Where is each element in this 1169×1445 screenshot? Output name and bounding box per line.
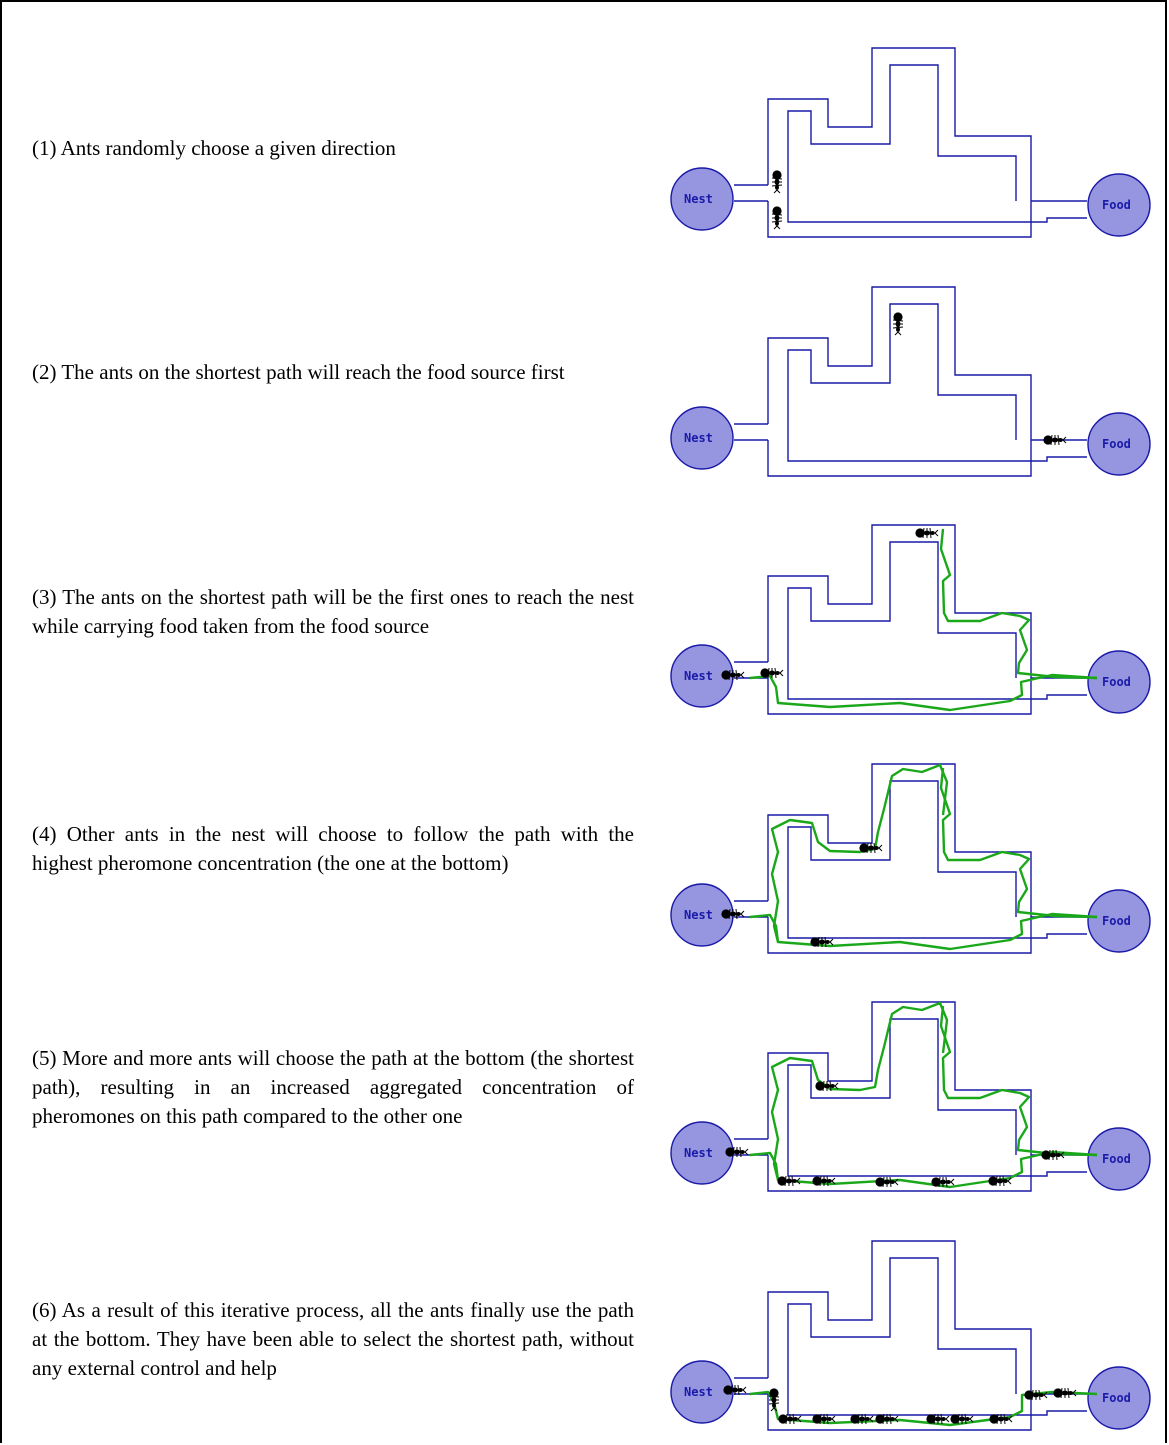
nest-circle (670, 1360, 734, 1424)
pheromone-trail (749, 1390, 1098, 1427)
food-label: Food (1102, 198, 1131, 212)
food-circle (1087, 173, 1151, 237)
ant-icon (812, 1175, 836, 1187)
ant-icon (926, 1413, 950, 1425)
pheromone-trail (770, 763, 949, 943)
ant-icon (931, 1176, 955, 1188)
ant-icon (771, 206, 783, 230)
ant-icon (725, 1146, 749, 1158)
ant-icon (760, 667, 784, 679)
food-label: Food (1102, 1152, 1131, 1166)
ant-icon (875, 1176, 899, 1188)
ant-icon (723, 1384, 747, 1396)
ant-icon (859, 842, 883, 854)
nest-label: Nest (684, 1146, 713, 1160)
nest-corridor (734, 184, 768, 202)
ant-icon (777, 1175, 801, 1187)
ant-icon (989, 1413, 1013, 1425)
ant-icon (771, 170, 783, 194)
step-3-text: (3) The ants on the shortest path will b… (32, 585, 634, 638)
ant-icon (1043, 434, 1067, 446)
ant-icon (812, 1413, 836, 1425)
ant-icon (1041, 1149, 1065, 1161)
ant-icon (721, 908, 745, 920)
step-2-text: (2) The ants on the shortest path will r… (32, 360, 565, 384)
food-circle (1087, 1366, 1151, 1430)
nest-label: Nest (684, 1385, 713, 1399)
maze-wall (767, 763, 1087, 954)
nest-label: Nest (684, 908, 713, 922)
food-label: Food (1102, 914, 1131, 928)
food-circle (1087, 889, 1151, 953)
ant-icon (778, 1413, 802, 1425)
ant-icon (850, 1413, 874, 1425)
ant-icon (1024, 1389, 1048, 1401)
step-4-diagram: Nest Food (670, 763, 1151, 954)
nest-circle (670, 406, 734, 470)
step-5-diagram: Nest Food (670, 1001, 1151, 1192)
food-circle (1087, 650, 1151, 714)
nest-corridor (734, 423, 768, 441)
food-circle (1087, 1127, 1151, 1191)
step-1-text: (1) Ants randomly choose a given directi… (32, 136, 396, 160)
maze-wall (767, 1001, 1087, 1192)
ant-icon (875, 1413, 899, 1425)
step-6-diagram: Nest Food (670, 1240, 1151, 1431)
food-label: Food (1102, 1391, 1131, 1405)
food-label: Food (1102, 437, 1131, 451)
ant-icon (721, 669, 745, 681)
step-6-text: (6) As a result of this iterative proces… (32, 1298, 634, 1380)
step-5-text: (5) More and more ants will choose the p… (32, 1046, 634, 1128)
ant-icon (815, 1080, 839, 1092)
nest-label: Nest (684, 192, 713, 206)
food-circle (1087, 412, 1151, 476)
maze-wall (767, 1240, 1087, 1431)
nest-label: Nest (684, 431, 713, 445)
pheromone-trail (939, 767, 1098, 919)
maze-wall (767, 524, 1087, 715)
pheromone-trail (939, 1005, 1098, 1157)
nest-label: Nest (684, 669, 713, 683)
ant-icon (810, 936, 834, 948)
ant-icon (915, 527, 939, 539)
step-3-diagram: Nest Food (670, 524, 1151, 715)
pheromone-trail (939, 528, 1098, 680)
ant-icon (988, 1175, 1012, 1187)
nest-circle (670, 167, 734, 231)
food-label: Food (1102, 675, 1131, 689)
step-4-text: (4) Other ants in the nest will choose t… (32, 822, 634, 875)
pheromone-trail (770, 1001, 949, 1181)
maze-wall (767, 286, 1087, 477)
pheromone-trail (749, 912, 1098, 951)
ant-icon (950, 1413, 974, 1425)
step-2-diagram: Nest Food (670, 286, 1151, 477)
ant-icon (1053, 1387, 1077, 1399)
ant-icon (892, 312, 904, 336)
maze-wall (767, 47, 1087, 238)
ant-icon (768, 1388, 780, 1412)
pheromone-trail (749, 673, 1098, 712)
step-1-diagram: Nest Food (670, 47, 1151, 238)
